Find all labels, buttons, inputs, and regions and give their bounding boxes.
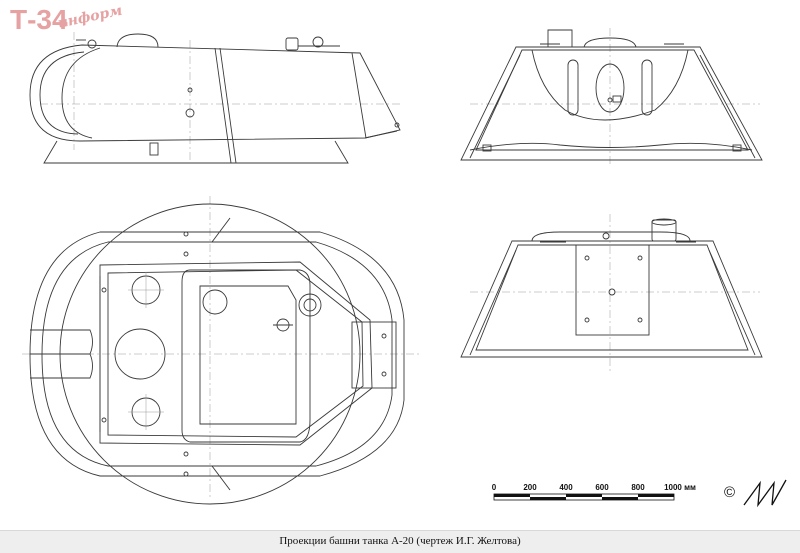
caption: Проекции башни танка А-20 (чертеж И.Г. Ж… [279,535,521,547]
side-view [29,32,401,164]
technical-drawing [22,28,787,508]
front-view [460,28,763,166]
scale-bar [493,493,675,501]
scale-tick-label-last: 1000 мм [664,483,696,492]
rear-view [460,214,763,374]
top-view [22,196,420,505]
logo: Т-34 [10,4,68,35]
scale-tick-label: 400 [559,483,573,492]
scale-tick-label: 800 [631,483,645,492]
signature-mark [743,479,787,508]
caption-bar: Проекции башни танка А-20 (чертеж И.Г. Ж… [0,530,800,553]
scale-tick-label: 0 [491,483,497,492]
copyright-sign: © [724,484,736,501]
scale-tick-label: 600 [595,483,609,492]
scale-tick-label: 200 [523,483,537,492]
